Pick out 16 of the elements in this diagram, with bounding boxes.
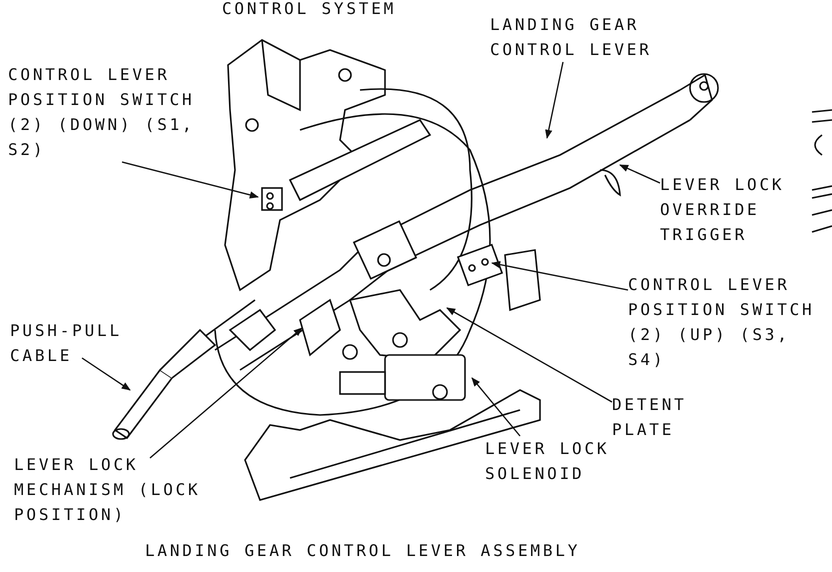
leader-line [82, 357, 131, 391]
leader-line [446, 307, 612, 403]
leader-line [122, 161, 259, 198]
caption: LANDING GEAR CONTROL LEVER ASSEMBLY [145, 540, 580, 562]
note-text: CONTROL SYSTEM [222, 0, 396, 20]
part-label: PUSH-PULL CABLE [10, 318, 135, 368]
leader-line [545, 62, 564, 139]
part-label: LEVER LOCK MECHANISM (LOCK POSITION) [14, 452, 214, 527]
part-label: CONTROL LEVER POSITION SWITCH (2) (UP) (S3, S4) [628, 272, 828, 372]
part-label: CONTROL LEVER POSITION SWITCH (2) (DOWN) (S1, S2) [8, 62, 208, 162]
leader-line [619, 164, 660, 184]
leader-line [471, 377, 520, 436]
leader-line [491, 261, 628, 291]
part-label: LANDING GEAR CONTROL LEVER [490, 12, 665, 62]
part-label: LEVER LOCK OVERRIDE TRIGGER [660, 172, 800, 247]
leader-line [150, 327, 303, 458]
